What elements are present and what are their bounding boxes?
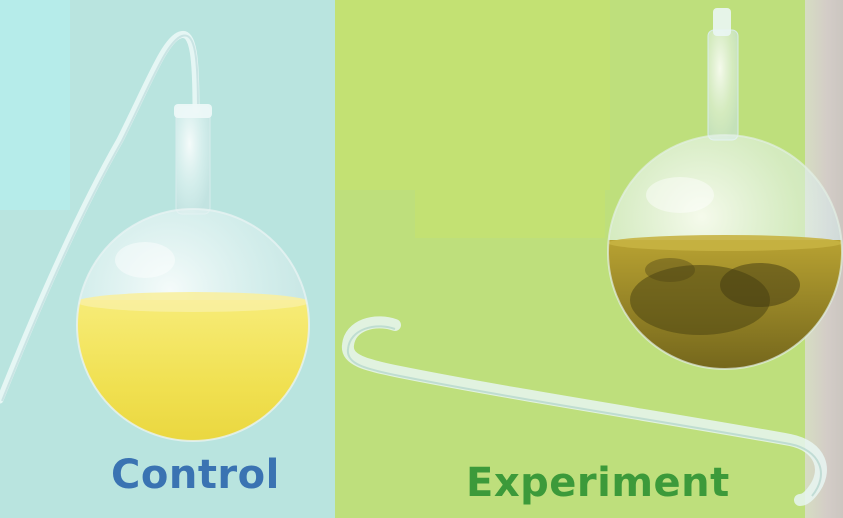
experiment-background-patch [335, 0, 610, 190]
control-flask [0, 31, 310, 442]
experiment-flask [607, 8, 843, 370]
control-background-tint [0, 0, 70, 210]
experiment-background-patch-lower [415, 190, 605, 238]
control-label: Control [111, 452, 280, 498]
experiment-label: Experiment [466, 460, 730, 506]
broken-glass-tube [341, 316, 827, 506]
